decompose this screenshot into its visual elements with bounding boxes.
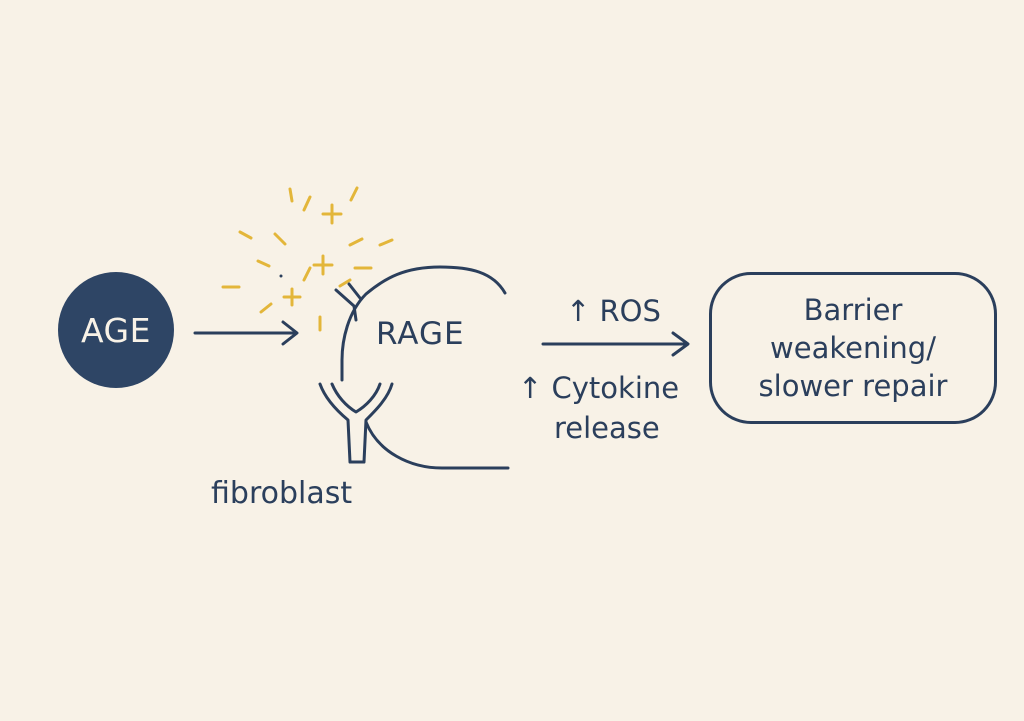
outcome-line3: slower repair bbox=[758, 369, 948, 403]
age-label: AGE bbox=[81, 310, 151, 350]
outcome-line1: Barrier bbox=[803, 293, 903, 327]
cell-outline-icon bbox=[340, 265, 510, 470]
receptor-y-icon bbox=[318, 382, 394, 464]
rage-label: RAGE bbox=[376, 316, 465, 352]
outcome-line2: weakening/ bbox=[770, 331, 936, 365]
fibroblast-label: fibroblast bbox=[211, 476, 353, 511]
sparkle-burst-icon bbox=[221, 186, 394, 332]
cytokine-line1: ↑ Cytokine bbox=[518, 371, 680, 405]
receptor-y-icon bbox=[334, 282, 362, 322]
cytokine-effect-label: ↑ Cytokine release bbox=[518, 368, 679, 448]
arrow-right-icon bbox=[193, 320, 299, 346]
age-node: AGE bbox=[58, 272, 174, 388]
cytokine-line2: release bbox=[554, 411, 660, 445]
ros-effect-label: ↑ ROS bbox=[566, 294, 661, 328]
arrow-right-icon bbox=[541, 331, 690, 357]
outcome-box: Barrier weakening/ slower repair bbox=[709, 272, 997, 424]
